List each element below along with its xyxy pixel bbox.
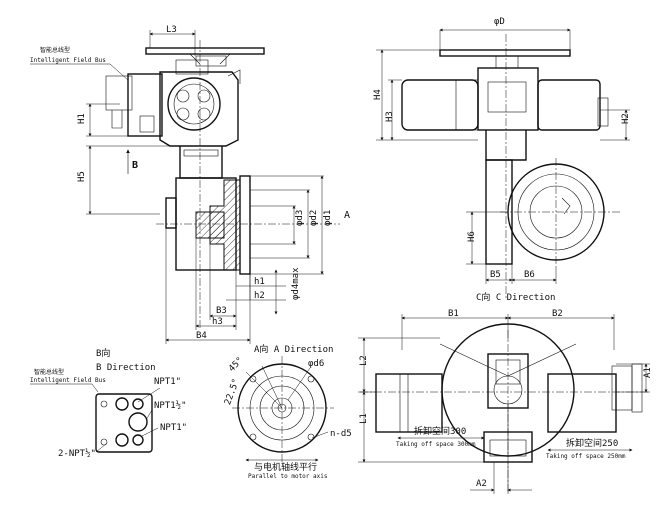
parallel-cn: 与电机轴线平行 bbox=[254, 461, 317, 473]
b-terminal-box bbox=[95, 393, 153, 453]
a-direction-title: A向 A Direction bbox=[254, 343, 333, 355]
takeoff-300-cn: 拆卸空间300 bbox=[414, 425, 466, 437]
side-view: φD H4 H3 H2 bbox=[373, 17, 631, 300]
port-npt-two: 2-NPT½" bbox=[58, 448, 96, 459]
dim-phid3: φd3 bbox=[295, 210, 305, 226]
dim-L3: L3 bbox=[166, 25, 177, 35]
handwheel bbox=[145, 47, 265, 55]
b-direction-title-en: B Direction bbox=[96, 363, 156, 373]
b-direction-title-cn: B向 bbox=[96, 347, 110, 359]
b-direction-view: B向 B Direction 智能总线型 Intelligent Field B… bbox=[30, 347, 187, 459]
c-direction-title: C向 C Direction bbox=[476, 291, 555, 303]
dim-H1: H1 bbox=[77, 113, 87, 124]
dim-phid1: φd1 bbox=[323, 210, 333, 226]
takeoff-250-en: Taking off space 250mm bbox=[546, 453, 626, 460]
b-bus-label-cn: 智能总线型 bbox=[34, 368, 64, 376]
c-direction-view: C向 C Direction B1 B2 L2 bbox=[358, 291, 653, 494]
dim-h3: h3 bbox=[212, 317, 223, 327]
dim-h2: h2 bbox=[254, 291, 265, 301]
front-view: L3 智能总线型 Intelligent Field Bus H1 B bbox=[30, 25, 350, 344]
bus-label-en: Intelligent Field Bus bbox=[30, 57, 106, 64]
angle-45: 45° bbox=[227, 356, 246, 375]
dim-phid6: φd6 bbox=[308, 359, 324, 369]
dim-H4: H4 bbox=[373, 89, 383, 100]
dim-L1: L1 bbox=[359, 413, 369, 424]
dim-L2: L2 bbox=[359, 355, 369, 366]
port-npt1-top: NPT1" bbox=[154, 377, 181, 387]
view-mark-A: A bbox=[344, 210, 350, 221]
dim-phid2: φd2 bbox=[309, 210, 319, 226]
bus-label-cn: 智能总线型 bbox=[40, 46, 70, 54]
dim-H3: H3 bbox=[385, 111, 395, 122]
dim-phid4max: φd4max bbox=[291, 267, 301, 300]
takeoff-250-cn: 拆卸空间250 bbox=[566, 437, 618, 449]
takeoff-300-en: Taking off space 300mm bbox=[396, 441, 476, 448]
side-housing bbox=[477, 67, 539, 131]
dim-n-d5: n-d5 bbox=[330, 429, 352, 439]
housing bbox=[159, 71, 239, 147]
dim-B5: B5 bbox=[490, 270, 501, 280]
dim-B4: B4 bbox=[196, 331, 207, 341]
c-motor bbox=[375, 373, 443, 433]
dim-B1: B1 bbox=[448, 309, 459, 319]
dim-B6: B6 bbox=[524, 270, 535, 280]
dim-B3: B3 bbox=[216, 306, 227, 316]
bus-module bbox=[127, 73, 163, 137]
dim-B2: B2 bbox=[552, 309, 563, 319]
cover-plate bbox=[167, 77, 221, 131]
side-handwheel bbox=[439, 49, 571, 57]
b-bus-label-en: Intelligent Field Bus bbox=[30, 377, 106, 384]
dim-H2: H2 bbox=[621, 113, 631, 124]
dim-h1: h1 bbox=[254, 277, 265, 287]
dim-A2: A2 bbox=[476, 479, 487, 489]
dim-A1: A1 bbox=[643, 367, 653, 378]
dim-H6: H6 bbox=[467, 231, 477, 242]
port-npt1-bottom: NPT1" bbox=[160, 423, 187, 433]
a-direction-view: A向 A Direction 45° 22.5° φd6 n-d5 与电机轴线平… bbox=[223, 343, 352, 480]
dim-H5: H5 bbox=[77, 171, 87, 182]
parallel-en: Parallel to motor axis bbox=[248, 473, 328, 480]
b-arrow-label: B bbox=[132, 160, 138, 171]
port-npt1-half: NPT1½" bbox=[154, 400, 187, 411]
side-motor bbox=[401, 79, 479, 131]
dim-phiD: φD bbox=[494, 17, 505, 27]
